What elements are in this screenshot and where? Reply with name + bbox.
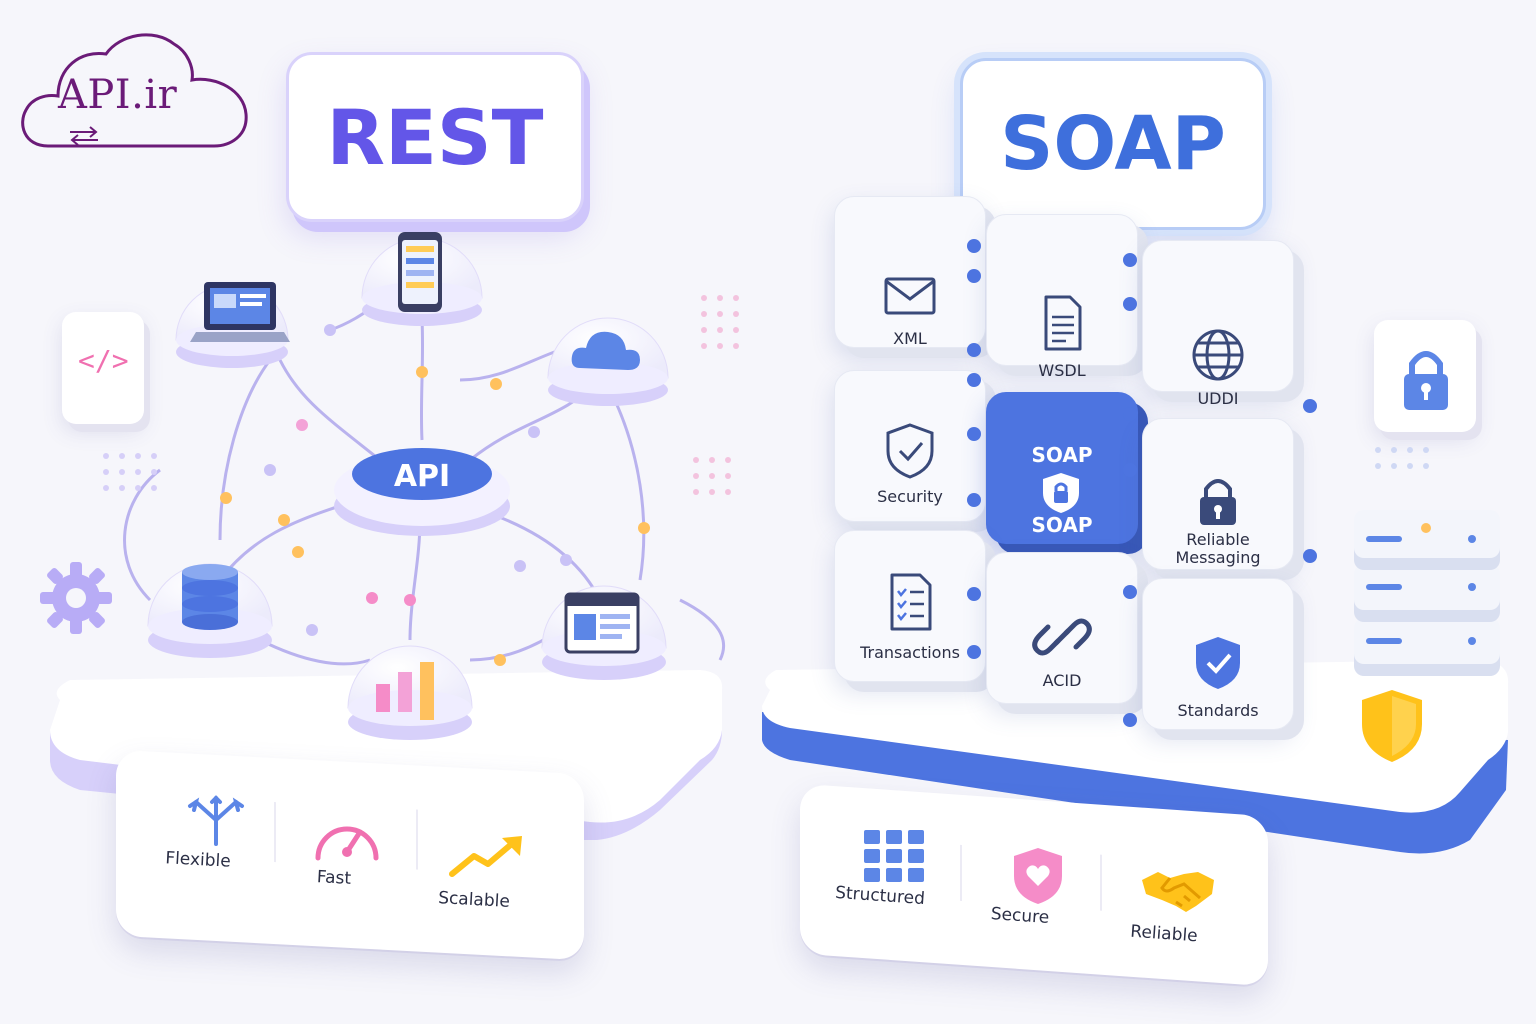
rest-connection-dots xyxy=(220,324,650,666)
globe-icon xyxy=(1192,329,1244,381)
handshake-icon xyxy=(1142,872,1214,912)
cube-xml: XML xyxy=(834,196,986,348)
dot-grid-decoration xyxy=(701,295,739,349)
bar-chart-icon xyxy=(376,662,434,720)
rest-title: REST xyxy=(286,52,584,222)
cube-standards-label: Standards xyxy=(1177,701,1259,720)
database-icon xyxy=(182,564,238,630)
cube-soap-bottom-label: SOAP xyxy=(1031,513,1093,537)
code-tile xyxy=(62,312,144,424)
api-hub-label: API xyxy=(394,459,450,494)
divider xyxy=(1100,854,1102,911)
gear-icon xyxy=(40,562,112,634)
shield-lock-icon xyxy=(1043,473,1079,513)
shield-check-icon xyxy=(1196,637,1240,689)
cube-connectors xyxy=(967,239,1317,727)
dot-grid-decoration xyxy=(693,457,731,495)
cube-transactions: Transactions xyxy=(834,530,986,682)
cube-uddi: UDDI xyxy=(1142,240,1294,408)
browser-window-icon xyxy=(564,592,640,654)
speedometer-icon xyxy=(315,826,379,861)
cube-soap-core: SOAP SOAP xyxy=(986,392,1138,544)
soap-title: SOAP xyxy=(960,58,1266,230)
cube-reliable-messaging: Reliable Messaging xyxy=(1142,418,1294,570)
laptop-icon xyxy=(190,282,290,342)
checklist-icon xyxy=(890,573,932,631)
divider xyxy=(416,809,418,870)
shield-check-icon xyxy=(886,423,934,479)
branch-arrows-icon xyxy=(188,795,244,846)
phone-icon xyxy=(398,232,442,312)
logo-text: API.ir xyxy=(58,72,178,118)
divider xyxy=(274,802,276,863)
rest-network-diagram: API xyxy=(50,232,726,840)
dot-grid-decoration xyxy=(103,453,157,491)
cube-standards: Standards xyxy=(1142,578,1294,730)
divider xyxy=(960,844,962,901)
trend-up-icon xyxy=(449,836,522,877)
cube-transactions-label: Transactions xyxy=(860,643,960,662)
cube-security-label: Security xyxy=(877,487,943,506)
cube-wsdl: WSDL xyxy=(986,214,1138,380)
padlock-icon xyxy=(1200,479,1236,525)
cube-soap-top-label: SOAP xyxy=(1031,443,1093,467)
soap-platform xyxy=(762,660,1509,854)
chain-link-icon xyxy=(1032,618,1092,656)
cube-uddi-label: UDDI xyxy=(1197,389,1239,408)
dot-grid-decoration xyxy=(1375,447,1429,469)
cloud-icon xyxy=(571,331,640,370)
grid-icon xyxy=(864,830,924,882)
cube-security: Security xyxy=(834,370,986,522)
cloud-logo-icon xyxy=(21,33,248,148)
cube-wsdl-label: WSDL xyxy=(1038,361,1086,380)
cube-acid: ACID xyxy=(986,552,1138,704)
shield-icon xyxy=(1362,690,1422,762)
document-icon xyxy=(1044,295,1082,351)
rest-title-stem xyxy=(424,216,432,238)
cube-acid-label: ACID xyxy=(1042,671,1082,690)
envelope-icon xyxy=(884,277,936,315)
server-rack-icon xyxy=(1354,510,1500,676)
cube-reliable-messaging-label: Reliable Messaging xyxy=(1175,530,1261,567)
padlock-icon xyxy=(1404,351,1448,410)
cube-xml-label: XML xyxy=(893,329,927,348)
code-brackets-icon: </> xyxy=(78,344,129,377)
shield-heart-icon xyxy=(1014,848,1062,904)
api-hub xyxy=(334,448,510,536)
